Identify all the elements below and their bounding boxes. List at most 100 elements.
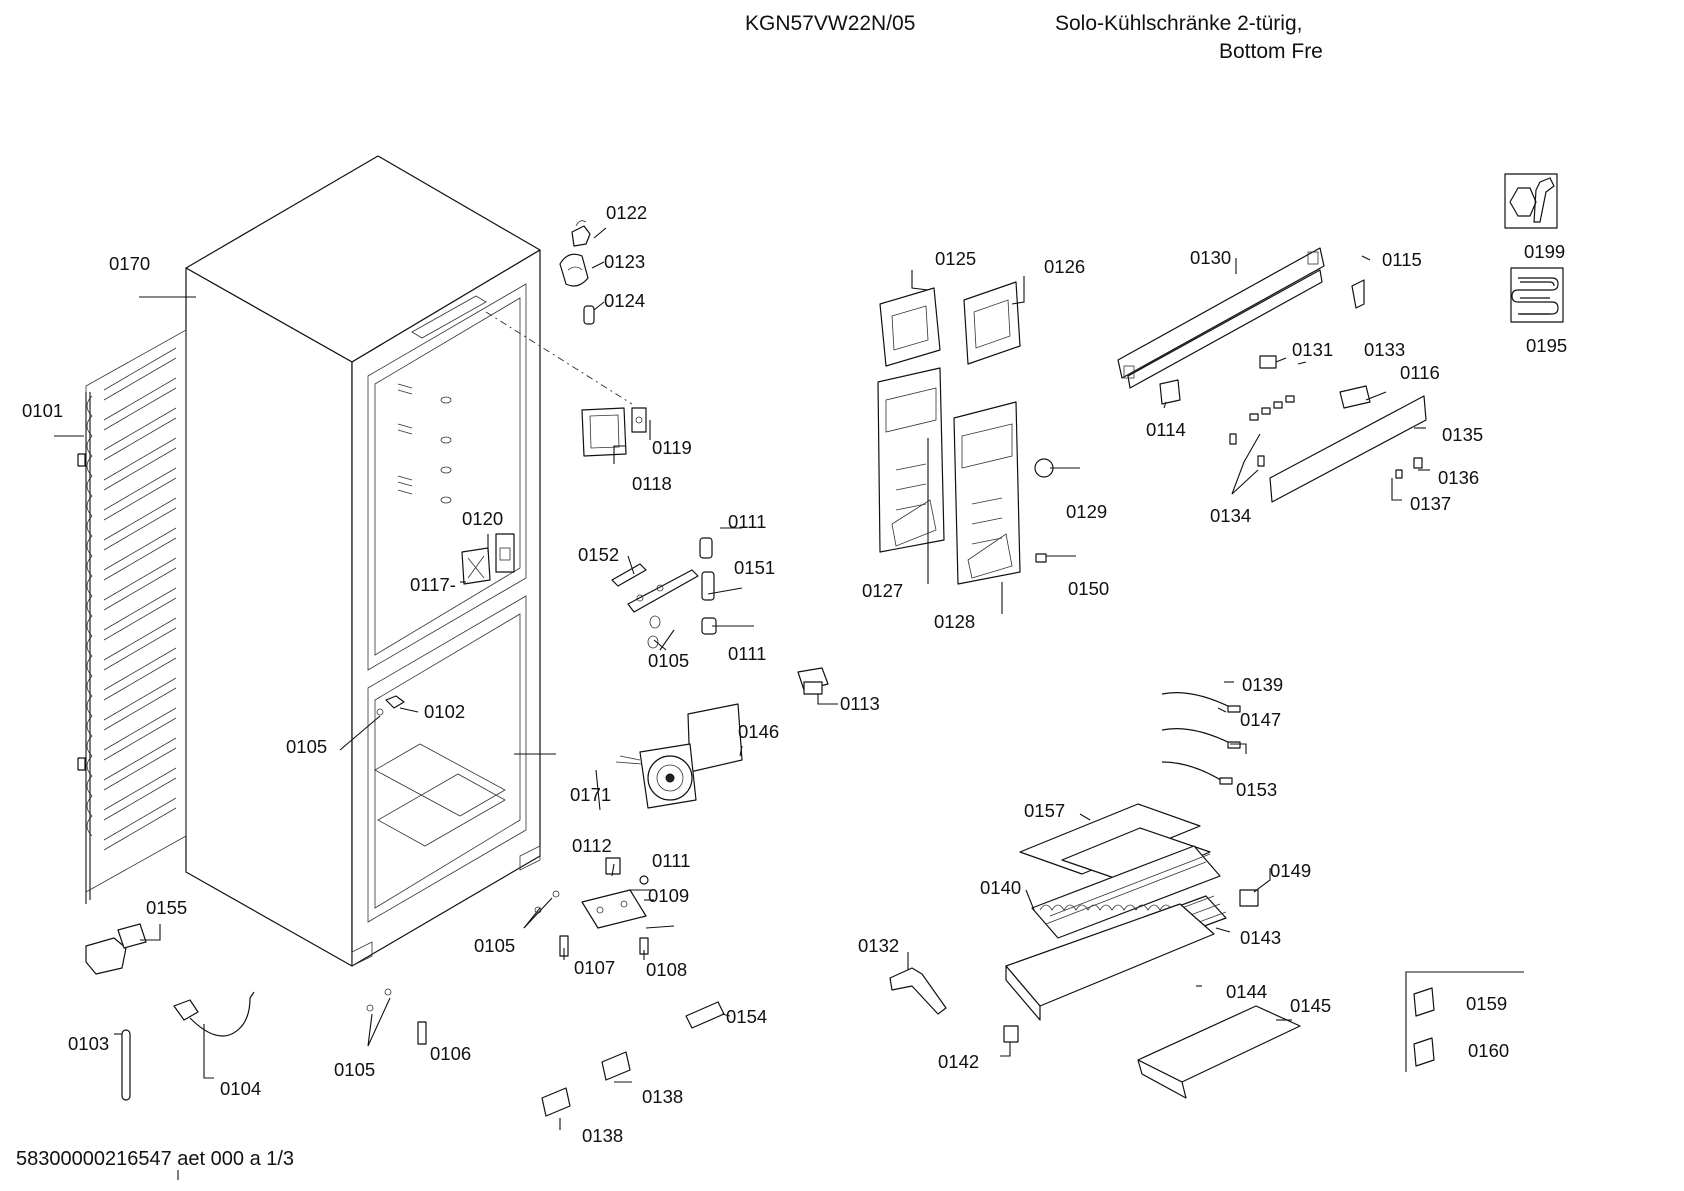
label-0159: 0159: [1466, 993, 1507, 1014]
leader-lines: [54, 227, 1430, 1180]
label-0146: 0146: [738, 721, 779, 742]
label-0153: 0153: [1236, 779, 1277, 800]
label-0106: 0106: [430, 1043, 471, 1064]
label-0128: 0128: [934, 611, 975, 632]
label-0136: 0136: [1438, 467, 1479, 488]
label-0114: 0114: [1146, 419, 1186, 440]
part-0157-insulation: [1019, 803, 1211, 885]
label-0101: 0101: [22, 400, 63, 421]
label-0112: 0112: [572, 835, 612, 856]
part-0126-panel: [963, 281, 1021, 365]
label-0105-a: 0105: [286, 736, 327, 757]
part-0123-cover: [559, 253, 589, 287]
part-0138-brackets: [541, 1051, 631, 1117]
part-0136-0137-clips: [1395, 457, 1423, 479]
label-0149: 0149: [1270, 860, 1311, 881]
part-0132-drain: [889, 967, 947, 1015]
label-0122: 0122: [606, 202, 647, 223]
label-0111-b: 0111: [728, 643, 766, 664]
label-0135: 0135: [1442, 424, 1483, 445]
part-0115-clip: [1351, 279, 1365, 309]
heating-coil-icon: [1510, 267, 1564, 323]
label-0143: 0143: [1240, 927, 1281, 948]
label-0170: 0170: [109, 253, 150, 274]
label-0117: 0117-: [410, 574, 456, 595]
label-0131: 0131: [1292, 339, 1333, 360]
label-0120: 0120: [462, 508, 503, 529]
label-0145: 0145: [1290, 995, 1331, 1016]
label-0111-a: 0111: [728, 511, 766, 532]
part-0144-drip-tray: [1005, 903, 1215, 1021]
label-0157: 0157: [1024, 800, 1065, 821]
label-0124: 0124: [604, 290, 645, 311]
label-0138-a: 0138: [642, 1086, 683, 1107]
label-0107: 0107: [574, 957, 615, 978]
label-0137: 0137: [1410, 493, 1451, 514]
part-0119-bracket: [631, 407, 647, 433]
label-0111-c: 0111: [652, 850, 690, 871]
part-labels: 0170 0101 0122 0123 0124 0119 0118 0120 …: [22, 202, 1567, 1146]
label-0144: 0144: [1226, 981, 1267, 1002]
label-0151: 0151: [734, 557, 775, 578]
documents-box: [1405, 971, 1524, 1072]
part-0145-cover: [1137, 1005, 1301, 1099]
lower-hinge-parts: [366, 857, 649, 1045]
part-0155-relay: [85, 923, 147, 975]
part-0128-duct: [953, 401, 1021, 585]
label-0129: 0129: [1066, 501, 1107, 522]
part-0114-cover: [1159, 379, 1181, 405]
tools-icon: [1504, 173, 1558, 229]
part-0120-0117-switch: [461, 533, 515, 585]
label-0147: 0147: [1240, 709, 1281, 730]
label-0127: 0127: [862, 580, 903, 601]
part-0122-clip: [571, 220, 591, 247]
label-0130: 0130: [1190, 247, 1231, 268]
part-0134-springs: [1229, 433, 1265, 467]
label-0123: 0123: [604, 251, 645, 272]
label-0113: 0113: [840, 693, 880, 714]
label-0105-c: 0105: [474, 935, 515, 956]
cabinet-body: [185, 155, 541, 967]
label-0138-b: 0138: [582, 1125, 623, 1146]
part-0154-gasket: [685, 1001, 725, 1029]
label-0155: 0155: [146, 897, 187, 918]
label-0133: 0133: [1364, 339, 1405, 360]
part-0127-duct: [877, 367, 945, 553]
label-0104: 0104: [220, 1078, 261, 1099]
part-0135-front-strip: [1269, 395, 1427, 503]
label-0142: 0142: [938, 1051, 979, 1072]
label-0105-d: 0105: [334, 1059, 375, 1080]
part-0130-control-panel: [1117, 247, 1325, 389]
label-0119: 0119: [652, 437, 692, 458]
label-0140: 0140: [980, 877, 1021, 898]
label-0118: 0118: [632, 473, 672, 494]
part-0103-sensor: [121, 1029, 131, 1101]
label-0103: 0103: [68, 1033, 109, 1054]
condenser-coil: [77, 329, 187, 904]
part-0142-connector: [1003, 1025, 1019, 1043]
part-0116-board: [1339, 385, 1371, 409]
label-0150: 0150: [1068, 578, 1109, 599]
hinge-assembly: [611, 537, 717, 649]
label-0102: 0102: [424, 701, 465, 722]
part-0104-power-cord: [173, 991, 255, 1037]
label-0105-b: 0105: [648, 650, 689, 671]
document-id: 58300000216547 aet 000 a 1/3: [16, 1148, 295, 1170]
label-0195: 0195: [1526, 335, 1567, 356]
part-0118-frame: [581, 407, 627, 457]
label-0139: 0139: [1242, 674, 1283, 695]
model-number: KGN57VW22N/05: [745, 12, 916, 35]
label-0152: 0152: [578, 544, 619, 565]
part-0125-panel: [879, 287, 941, 367]
sensor-cables: [1161, 692, 1241, 785]
label-0160: 0160: [1468, 1040, 1509, 1061]
part-0133-buttons: [1249, 395, 1295, 421]
label-0125: 0125: [935, 248, 976, 269]
part-0150-screw: [1035, 553, 1047, 563]
part-0124-pin: [583, 305, 595, 325]
description-line-1: Solo-Kühlschränke 2-türig,: [1055, 12, 1303, 35]
label-0132: 0132: [858, 935, 899, 956]
label-0126: 0126: [1044, 256, 1085, 277]
part-0149-plug: [1239, 889, 1259, 907]
